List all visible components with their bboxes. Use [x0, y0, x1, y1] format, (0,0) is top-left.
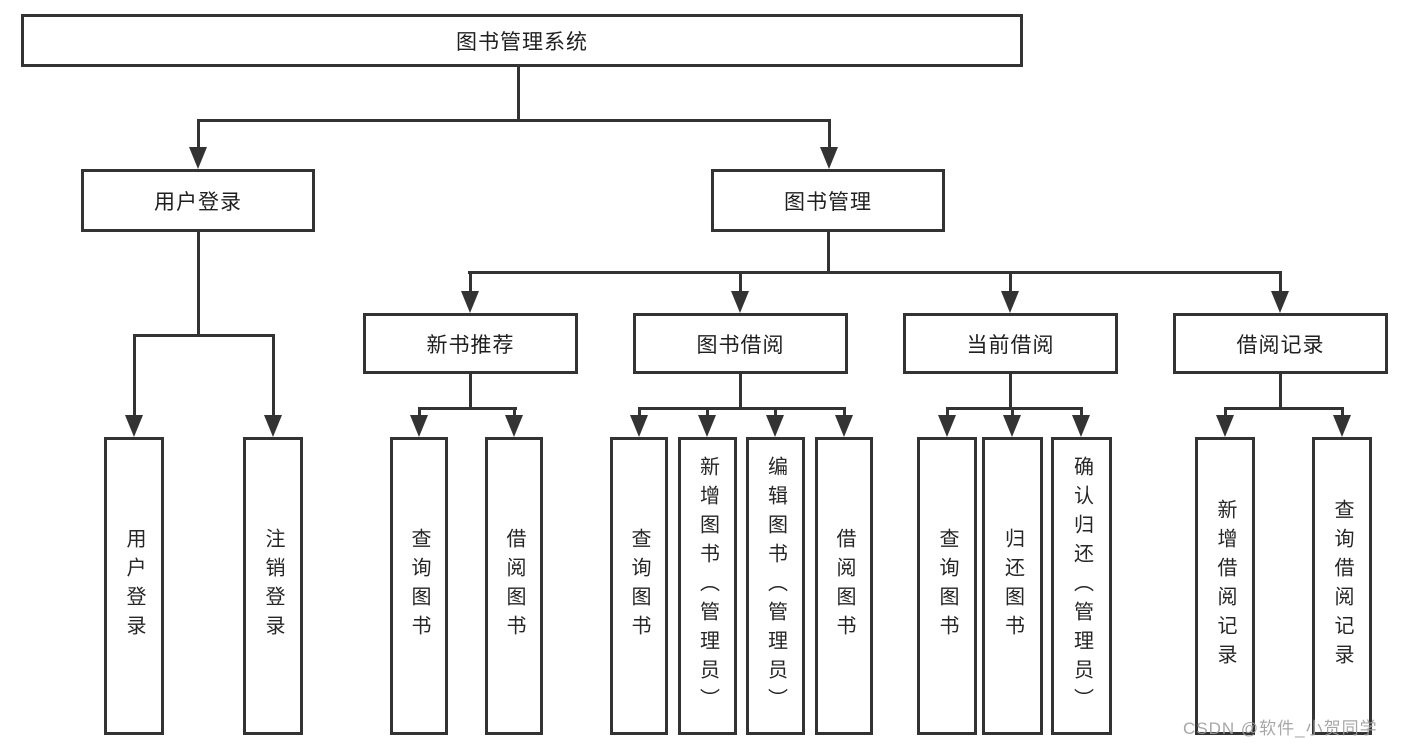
connector-line [418, 407, 517, 410]
connector-line [197, 119, 200, 149]
leaf-edit-book-admin: 编辑图书（管理员） [746, 437, 805, 735]
leaf-confirm-return-admin: 确认归还（管理员） [1051, 437, 1112, 735]
connector-line [272, 334, 275, 417]
leaf-borrow-books-recommend: 借阅图书 [485, 437, 543, 735]
leaf-label: 借阅图书 [503, 528, 525, 644]
leaf-label: 注销登录 [262, 528, 284, 644]
leaf-query-books-current: 查询图书 [917, 437, 977, 735]
csdn-watermark: CSDN @软件_小贺同学 [1183, 719, 1378, 738]
arrow-down-icon [938, 415, 956, 437]
arrow-down-icon [1333, 415, 1351, 437]
leaf-label: 查询图书 [936, 528, 958, 644]
leaf-return-books: 归还图书 [982, 437, 1043, 735]
connector-line [638, 407, 641, 417]
arrow-down-icon [410, 415, 428, 437]
node-book-management: 图书管理 [711, 169, 945, 232]
leaf-user-login: 用户登录 [104, 437, 164, 735]
connector-line [469, 271, 472, 293]
connector-line [827, 232, 830, 274]
node-label: 当前借阅 [966, 333, 1055, 357]
connector-line [739, 374, 742, 410]
leaf-logout: 注销登录 [243, 437, 303, 735]
node-label: 借阅记录 [1236, 333, 1325, 357]
connector-line [638, 407, 846, 410]
connector-line [774, 407, 777, 417]
arrow-down-icon [630, 415, 648, 437]
leaf-label: 归还图书 [1001, 528, 1024, 644]
connector-line [197, 232, 200, 337]
arrow-down-icon [461, 291, 479, 313]
node-label: 新书推荐 [426, 333, 515, 357]
leaf-query-books-recommend: 查询图书 [390, 437, 448, 735]
leaf-label: 新增借阅记录 [1214, 499, 1236, 673]
node-borrowing-records: 借阅记录 [1173, 313, 1388, 374]
arrow-down-icon [1072, 415, 1090, 437]
connector-line [946, 407, 949, 417]
node-library-management-system: 图书管理系统 [21, 14, 1023, 67]
arrow-down-icon [505, 415, 523, 437]
arrow-down-icon [1271, 291, 1289, 313]
node-label: 图书借阅 [696, 333, 785, 357]
arrow-down-icon [835, 415, 853, 437]
leaf-add-borrow-record: 新增借阅记录 [1195, 437, 1255, 735]
arrow-down-icon [766, 415, 784, 437]
node-new-book-recommend: 新书推荐 [363, 313, 578, 374]
arrow-down-icon [820, 147, 838, 169]
arrow-down-icon [264, 415, 282, 437]
leaf-label: 查询图书 [408, 528, 430, 644]
node-current-borrowing: 当前借阅 [903, 313, 1118, 374]
connector-line [469, 374, 472, 410]
connector-line [843, 407, 846, 417]
node-book-borrowing: 图书借阅 [633, 313, 848, 374]
leaf-add-book-admin: 新增图书（管理员） [678, 437, 737, 735]
connector-line [739, 271, 742, 293]
leaf-label: 编辑图书（管理员） [764, 455, 787, 717]
connector-line [1009, 271, 1012, 293]
connector-line [946, 407, 1083, 410]
leaf-label: 查询图书 [628, 528, 650, 644]
connector-line [1224, 407, 1227, 417]
connector-line [197, 119, 831, 122]
connector-line [1341, 407, 1344, 417]
node-label: 图书管理 [784, 190, 872, 214]
node-label: 图书管理系统 [456, 30, 588, 54]
connector-line [513, 407, 516, 417]
node-label: 用户登录 [154, 190, 242, 214]
connector-line [468, 271, 1282, 274]
node-user-login: 用户登录 [81, 169, 315, 232]
leaf-label: 新增图书（管理员） [696, 455, 719, 717]
arrow-down-icon [731, 291, 749, 313]
connector-line [517, 66, 520, 122]
arrow-down-icon [189, 147, 207, 169]
arrow-down-icon [698, 415, 716, 437]
connector-line [1279, 374, 1282, 410]
leaf-label: 查询借阅记录 [1331, 499, 1353, 673]
connector-line [1009, 374, 1012, 410]
arrow-down-icon [1216, 415, 1234, 437]
connector-line [1224, 407, 1344, 410]
leaf-query-books-borrowing: 查询图书 [610, 437, 668, 735]
connector-line [1279, 271, 1282, 293]
leaf-label: 确认归还（管理员） [1070, 455, 1093, 717]
leaf-borrow-books: 借阅图书 [815, 437, 873, 735]
arrow-down-icon [1001, 291, 1019, 313]
leaf-query-borrow-record: 查询借阅记录 [1312, 437, 1372, 735]
connector-line [133, 334, 136, 417]
connector-line [1080, 407, 1083, 417]
connector-line [1011, 407, 1014, 417]
connector-line [828, 119, 831, 149]
leaf-label: 借阅图书 [833, 528, 855, 644]
arrow-down-icon [125, 415, 143, 437]
connector-line [706, 407, 709, 417]
leaf-label: 用户登录 [123, 528, 145, 644]
arrow-down-icon [1003, 415, 1021, 437]
connector-line [418, 407, 421, 417]
connector-line [133, 334, 275, 337]
